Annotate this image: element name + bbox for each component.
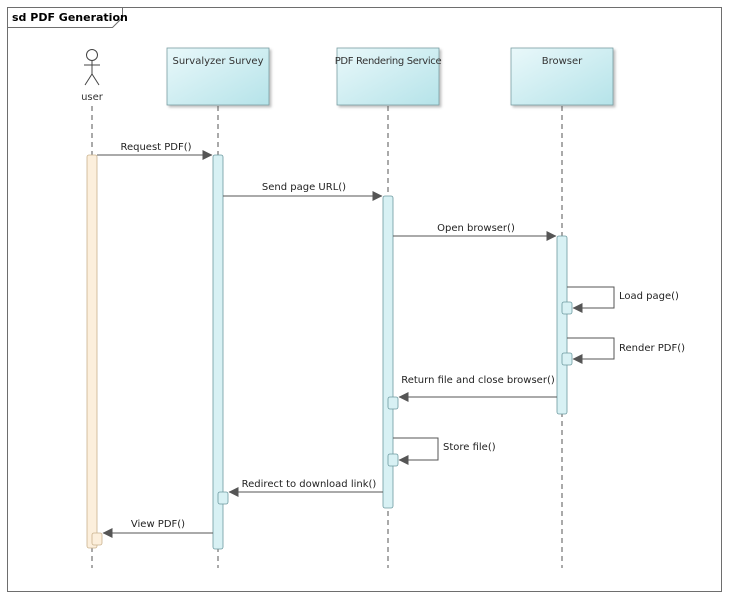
activation-user-view-pdf [91, 532, 103, 546]
user-actor: user [81, 49, 104, 103]
diagram-frame [7, 7, 722, 592]
message-arrow-render-pdf [567, 337, 615, 364]
activation-survey-redirect [217, 491, 229, 505]
activation-service-store-file [387, 453, 399, 467]
message-label-request-pdf: Request PDF() [120, 142, 191, 153]
activation-pdf-rendering-service [382, 195, 394, 509]
message-label-return-file: Return file and close browser() [401, 375, 555, 386]
activation-browser [556, 235, 568, 415]
activation-browser-load-page [561, 301, 573, 315]
message-label-load-page: Load page() [619, 291, 679, 302]
message-label-redirect: Redirect to download link() [242, 479, 377, 490]
activation-user [86, 154, 98, 549]
lifeline-label-browser: Browser [542, 56, 583, 67]
actor-stick-figure-icon [84, 49, 100, 86]
message-arrow-store-file [393, 437, 439, 465]
message-label-store-file: Store file() [443, 442, 496, 453]
message-arrow-load-page [567, 286, 615, 313]
lifeline-label-pdf-rendering-service: PDF Rendering Service [335, 56, 442, 67]
frame-title: sd PDF Generation [12, 11, 128, 24]
message-label-send-page-url: Send page URL() [262, 182, 346, 193]
lifeline-head-pdf-rendering-service: PDF Rendering Service [335, 47, 442, 106]
message-label-open-browser: Open browser() [437, 223, 515, 234]
activation-browser-render-pdf [561, 352, 573, 366]
lifeline-head-browser: Browser [510, 47, 614, 106]
lifeline-label-survalyzer-survey: Survalyzer Survey [172, 56, 263, 67]
activation-service-return-file [387, 396, 399, 410]
activation-survalyzer-survey [212, 154, 224, 550]
message-label-view-pdf: View PDF() [131, 519, 185, 530]
lifeline-head-survalyzer-survey: Survalyzer Survey [166, 47, 270, 106]
actor-label: user [81, 92, 104, 103]
message-label-render-pdf: Render PDF() [619, 343, 685, 354]
frame-title-tab [7, 7, 123, 28]
